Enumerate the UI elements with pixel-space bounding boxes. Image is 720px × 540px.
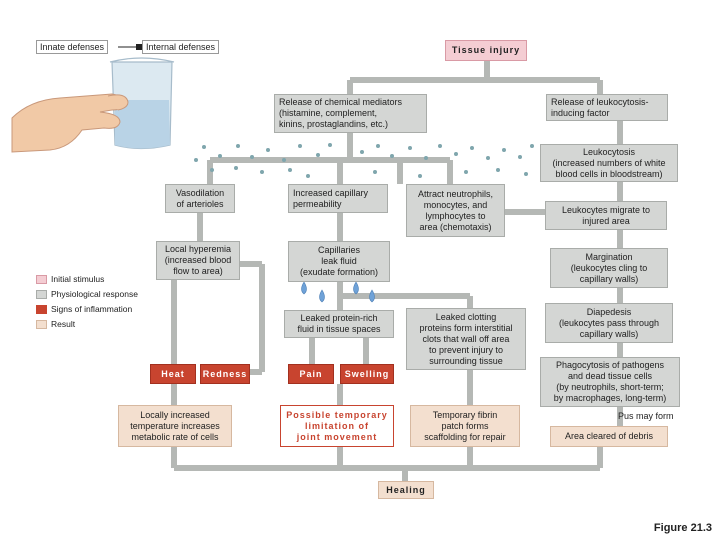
legend-internal-defenses: Internal defenses — [142, 40, 220, 54]
legend-label: Result — [51, 319, 76, 329]
local-hyperemia-box: Local hyperemia (increased blood flow to… — [156, 241, 240, 280]
locally-increased-temperature-box: Locally increased temperature increases … — [118, 405, 232, 447]
vasodilation-box: Vasodilation of arterioles — [165, 184, 235, 213]
beaker-illustration — [109, 57, 175, 150]
phagocytosis-box: Phagocytosis of pathogens and dead tissu… — [540, 357, 680, 407]
area-cleared-box: Area cleared of debris — [550, 426, 668, 447]
attract-neutrophils-box: Attract neutrophils, monocytes, and lymp… — [406, 184, 505, 237]
margination-box: Margination (leukocytes cling to capilla… — [550, 248, 668, 288]
legend-innate-label: Innate defenses — [36, 40, 109, 54]
diapedesis-box: Diapedesis (leukocytes pass through capi… — [545, 303, 673, 343]
figure-label: Figure 21.3 — [653, 522, 712, 534]
capillaries-leak-box: Capillaries leak fluid (exudate formatio… — [288, 241, 390, 282]
legend-label: Physiological response — [51, 289, 138, 299]
legend-label: Initial stimulus — [51, 274, 105, 284]
legend-initial-stimulus: Initial stimulus — [36, 274, 104, 284]
fibrin-patch-box: Temporary fibrin patch forms scaffolding… — [410, 405, 520, 447]
leukocytosis-box: Leukocytosis (increased numbers of white… — [540, 144, 678, 182]
joint-movement-limitation-box: Possible temporary limitation of joint m… — [280, 405, 394, 447]
leukocytes-migrate-box: Leukocytes migrate to injured area — [545, 201, 667, 230]
legend-label: Signs of inflammation — [51, 304, 133, 314]
legend-signs-of-inflammation: Signs of inflammation — [36, 304, 132, 314]
legend-swatch — [36, 319, 47, 329]
tissue-injury-box: Tissue injury — [445, 40, 527, 61]
hand-illustration — [11, 93, 129, 153]
leaked-protein-box: Leaked protein-rich fluid in tissue spac… — [284, 310, 394, 338]
pus-label: Pus may form — [618, 411, 674, 421]
capillary-permeability-box: Increased capillary permeability — [288, 184, 388, 213]
redness-sign: Redness — [200, 364, 250, 384]
legend-swatch — [36, 304, 47, 314]
leukocytosis-factor-box: Release of leukocytosis- inducing factor — [546, 94, 668, 121]
legend-result: Result — [36, 319, 75, 329]
pain-sign: Pain — [288, 364, 334, 384]
leaked-clotting-box: Leaked clotting proteins form interstiti… — [406, 308, 526, 370]
legend-internal-label: Internal defenses — [142, 40, 220, 54]
legend-physiological-response: Physiological response — [36, 289, 138, 299]
swelling-sign: Swelling — [340, 364, 394, 384]
legend-swatch — [36, 289, 47, 299]
legend-innate-defenses: Innate defenses — [36, 40, 109, 54]
healing-box: Healing — [378, 481, 434, 499]
legend-swatch — [36, 274, 47, 284]
heat-sign: Heat — [150, 364, 196, 384]
chemical-mediators-box: Release of chemical mediators (histamine… — [274, 94, 427, 133]
